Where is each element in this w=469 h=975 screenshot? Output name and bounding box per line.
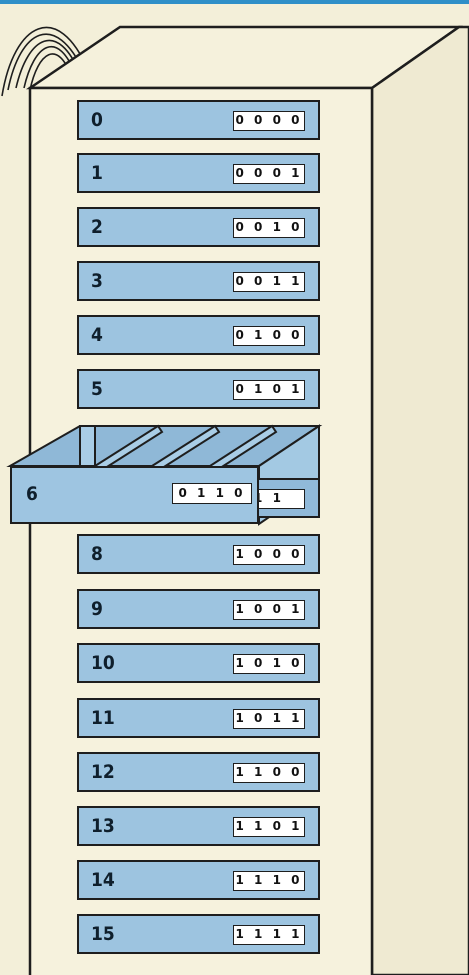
drawer-9[interactable]: 9 1 0 0 1 bbox=[77, 589, 320, 629]
drawer-10[interactable]: 10 1 0 1 0 bbox=[77, 643, 320, 683]
binary-label: 1 1 0 0 bbox=[233, 763, 305, 783]
drawer-4[interactable]: 4 0 1 0 0 bbox=[77, 315, 320, 355]
drawer-number: 10 bbox=[91, 652, 115, 674]
binary-label: 0 1 0 1 bbox=[233, 380, 305, 400]
cabinet-side bbox=[372, 27, 469, 975]
drawer-number: 14 bbox=[91, 869, 115, 891]
binary-label: 1 1 1 0 bbox=[233, 871, 305, 891]
binary-label: 1 1 1 1 bbox=[233, 925, 305, 945]
drawer-2[interactable]: 2 0 0 1 0 bbox=[77, 207, 320, 247]
drawer-11[interactable]: 11 1 0 1 1 bbox=[77, 698, 320, 738]
drawer-number: 1 bbox=[91, 162, 103, 184]
binary-label: 1 0 1 0 bbox=[233, 654, 305, 674]
drawer-number: 3 bbox=[91, 270, 103, 292]
binary-label: 1 1 0 1 bbox=[233, 817, 305, 837]
drawer-number: 12 bbox=[91, 761, 115, 783]
drawer-number: 0 bbox=[91, 109, 103, 131]
drawer-number: 5 bbox=[91, 378, 103, 400]
binary-label: 0 0 0 0 bbox=[233, 111, 305, 131]
drawer-0[interactable]: 0 0 0 0 0 bbox=[77, 100, 320, 140]
binary-label: 1 0 0 1 bbox=[233, 600, 305, 620]
binary-label: 0 0 1 1 bbox=[233, 272, 305, 292]
binary-label: 0 0 1 0 bbox=[233, 218, 305, 238]
drawer-number: 15 bbox=[91, 923, 115, 945]
binary-label: 0 0 0 1 bbox=[233, 164, 305, 184]
drawer-14[interactable]: 14 1 1 1 0 bbox=[77, 860, 320, 900]
binary-label: 1 0 1 1 bbox=[233, 709, 305, 729]
drawer-1[interactable]: 1 0 0 0 1 bbox=[77, 153, 320, 193]
drawer-number: 13 bbox=[91, 815, 115, 837]
drawer-5[interactable]: 5 0 1 0 1 bbox=[77, 369, 320, 409]
drawer-number: 11 bbox=[91, 707, 115, 729]
drawer-number: 6 bbox=[26, 483, 38, 505]
binary-label: 0 1 0 0 bbox=[233, 326, 305, 346]
drawer-6-open[interactable]: 6 0 1 1 0 bbox=[10, 466, 259, 524]
binary-label: 0 1 1 0 bbox=[172, 483, 252, 504]
drawer-3[interactable]: 3 0 0 1 1 bbox=[77, 261, 320, 301]
drawer-15[interactable]: 15 1 1 1 1 bbox=[77, 914, 320, 954]
drawer-13[interactable]: 13 1 1 0 1 bbox=[77, 806, 320, 846]
drawer-number: 4 bbox=[91, 324, 103, 346]
drawer-number: 2 bbox=[91, 216, 103, 238]
drawer-8[interactable]: 8 1 0 0 0 bbox=[77, 534, 320, 574]
drawer-12[interactable]: 12 1 1 0 0 bbox=[77, 752, 320, 792]
drawer-number: 8 bbox=[91, 543, 103, 565]
binary-label: 1 0 0 0 bbox=[233, 545, 305, 565]
drawer-number: 9 bbox=[91, 598, 103, 620]
